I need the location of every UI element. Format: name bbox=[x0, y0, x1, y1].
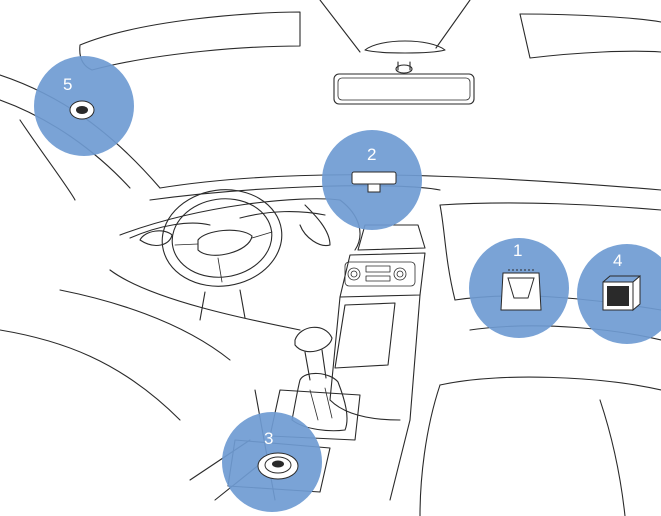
location-4-label: 4 bbox=[613, 251, 622, 270]
floor-console-device-icon bbox=[258, 453, 298, 479]
location-1-label: 1 bbox=[513, 241, 522, 260]
location-marker-3: 3 bbox=[222, 412, 322, 512]
location-marker-2: 2 bbox=[322, 130, 422, 230]
steering-wheel bbox=[156, 182, 288, 320]
location-marker-5: 5 bbox=[34, 56, 134, 156]
passenger-seat bbox=[420, 326, 661, 516]
rear-view-mirror bbox=[334, 41, 474, 104]
obd-port-device-icon bbox=[501, 270, 541, 310]
location-3-label: 3 bbox=[264, 429, 273, 448]
pillar-device-icon bbox=[70, 101, 94, 119]
location-marker-1: 1 bbox=[469, 238, 569, 338]
location-2-label: 2 bbox=[367, 145, 376, 164]
location-5-label: 5 bbox=[63, 75, 72, 94]
